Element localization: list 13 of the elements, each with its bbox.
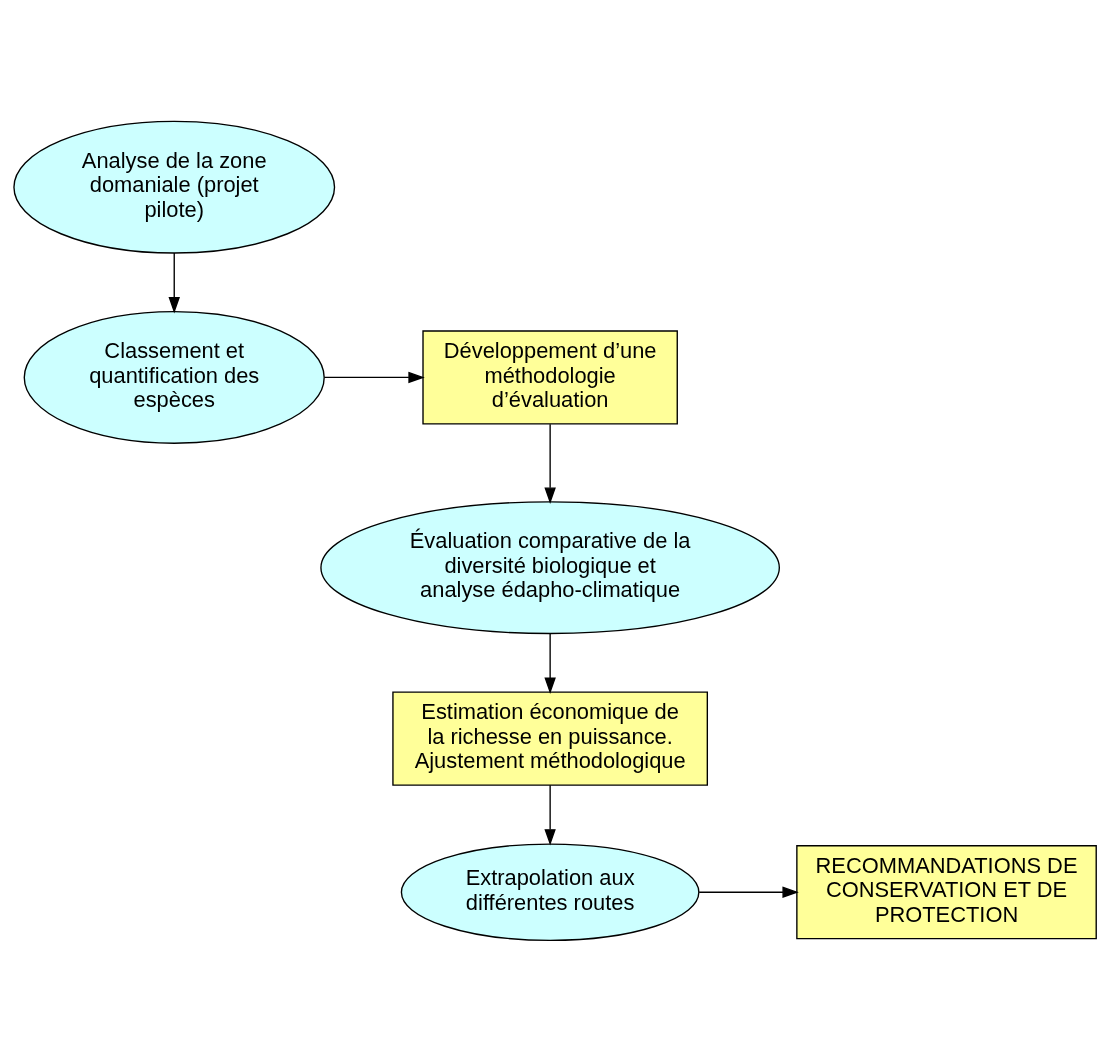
node-box: RECOMMANDATIONS DE CONSERVATION ET DE PROTECTION — [796, 844, 1097, 939]
arrow — [323, 371, 425, 383]
arrow — [544, 423, 556, 504]
arrow — [168, 251, 180, 313]
arrow — [544, 632, 556, 694]
node-ellipse: Analyse de la zone domaniale (projet pilote) — [13, 120, 336, 254]
arrow — [544, 784, 556, 846]
node-box: Estimation économique de la richesse en puissance. Ajustement méthodologique — [392, 690, 708, 786]
node-ellipse: Classement et quantification des espèces — [23, 310, 325, 444]
node-ellipse: Évaluation comparative de la diversité biologique et analyse édapho-climatique — [320, 500, 780, 634]
arrow — [698, 885, 799, 898]
node-ellipse: Extrapolation aux différentes routes — [400, 842, 700, 941]
node-box: Développement d’une méthodologie d’évaluation — [422, 329, 678, 425]
